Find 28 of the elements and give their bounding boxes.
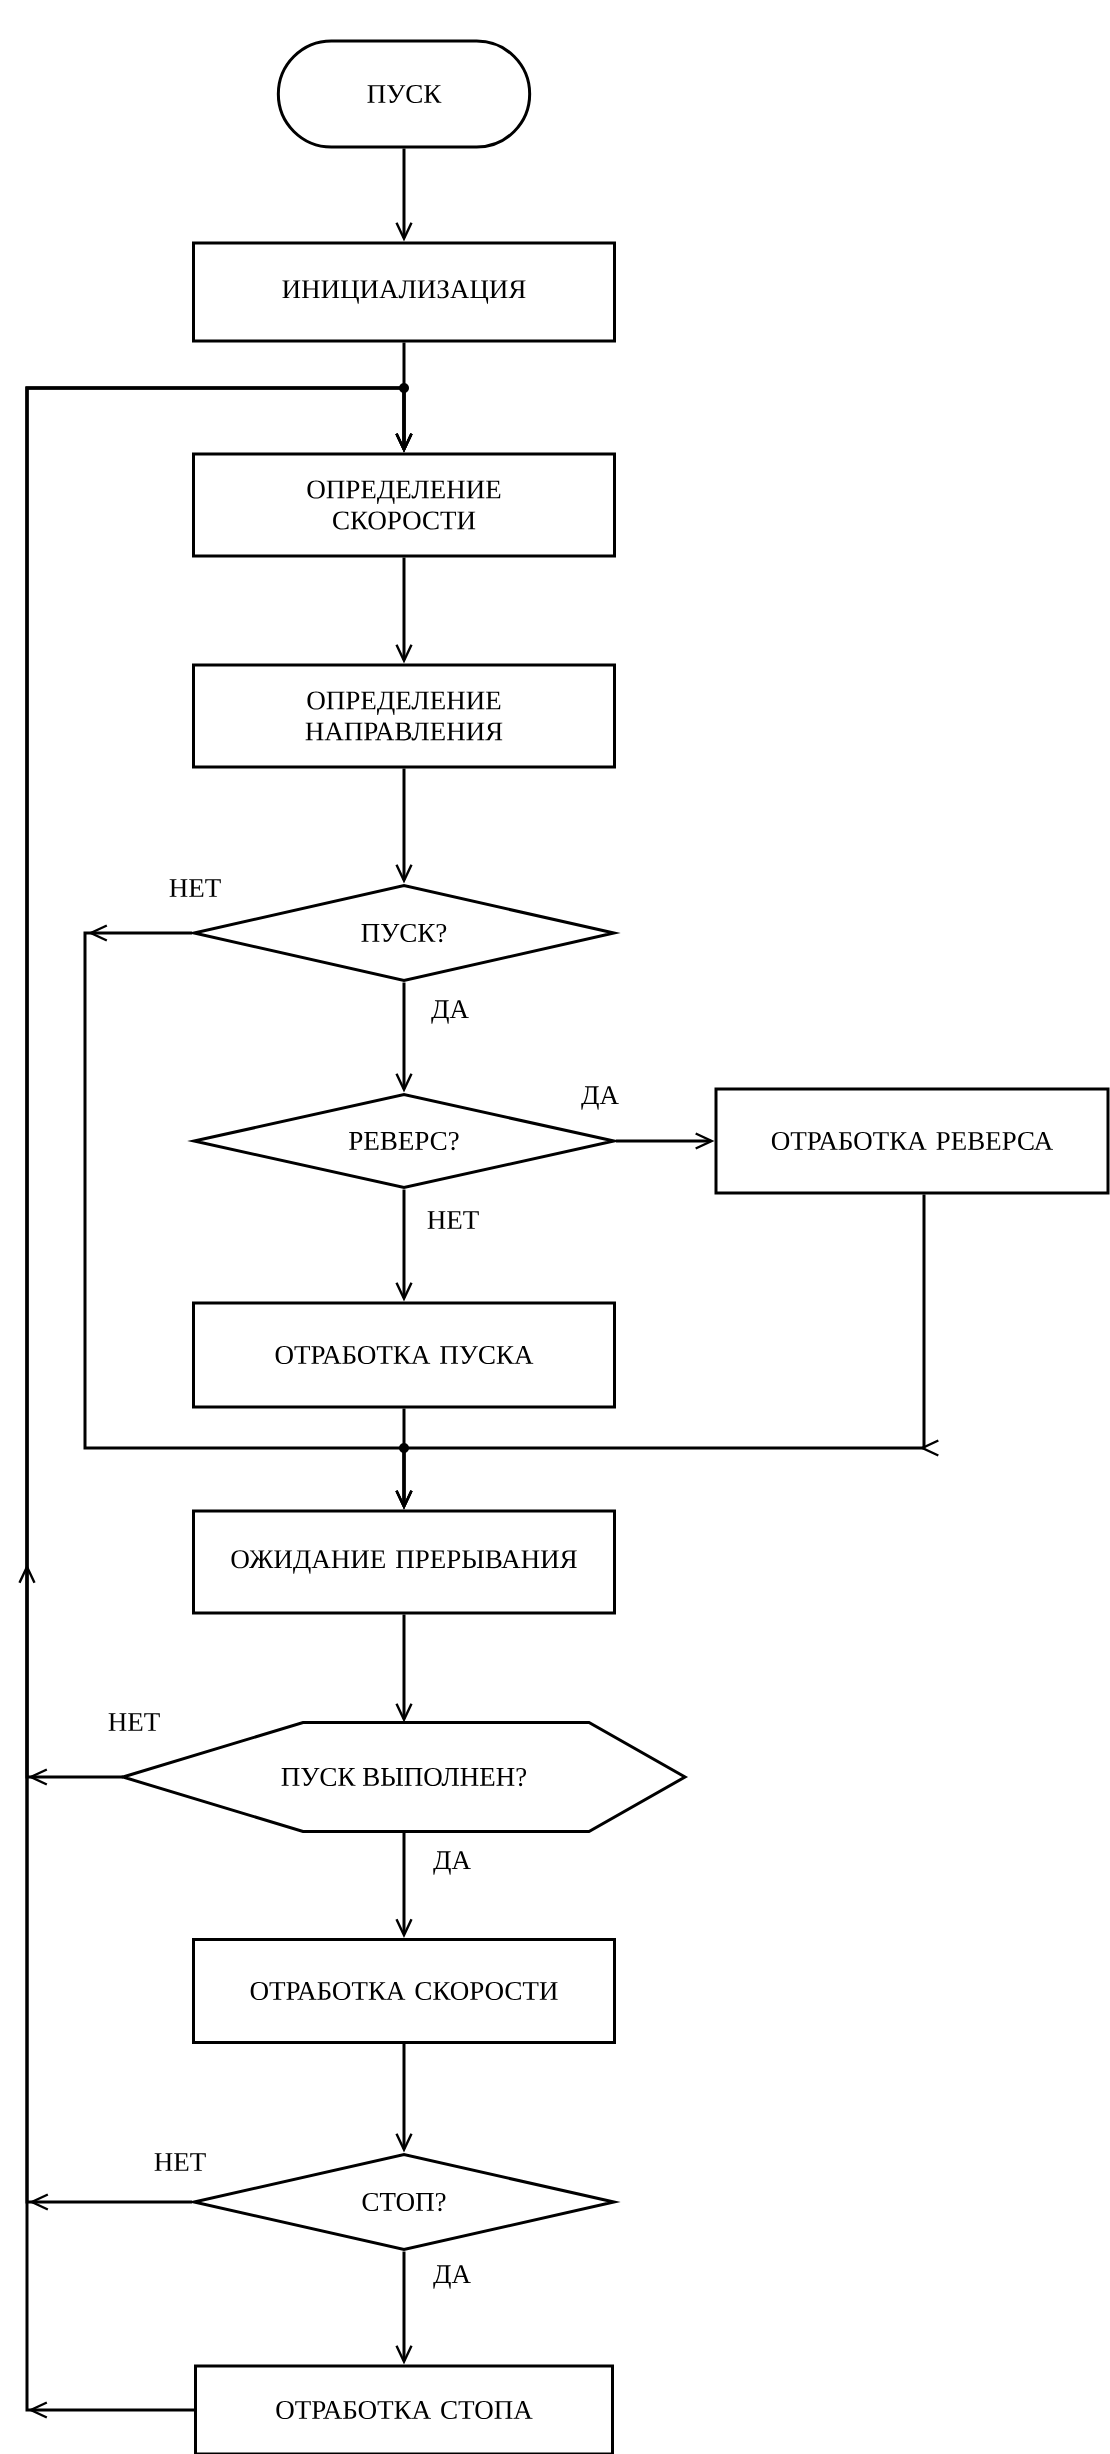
process-box: ОТРАБОТКА РЕВЕРСА [714,1087,1110,1195]
arrow [395,982,413,1093]
arrow [395,1614,413,1723]
process-box: ОЖИДАНИЕ ПРЕРЫВАНИЯ [192,1509,616,1615]
edge-label: НЕТ [166,877,224,899]
arrow [616,1132,715,1150]
process-box: ОПРЕДЕЛЕНИЕ СКОРОСТИ [192,452,616,558]
edge-label: НЕТ [151,2151,209,2173]
process-box: ОТРАБОТКА СКОРОСТИ [192,1938,616,2044]
arrow [395,148,413,242]
arrow [395,1189,413,1302]
arrow [395,557,413,664]
process-box: ОТРАБОТКА ПУСКА [192,1301,616,1409]
process-box: ОПРЕДЕЛЕНИЕ НАПРАВЛЕНИЯ [192,663,616,769]
edge-label: ДА [431,1849,473,1877]
process-box: ОТРАБОТКА СТОПА [194,2364,614,2454]
arrow [395,2044,413,2153]
arrow [395,1408,413,1510]
process-box: ИНИЦИАЛИЗАЦИЯ [192,241,616,343]
arrow [395,1831,413,1938]
edge-label: ДА [579,1084,621,1112]
arrow [395,2251,413,2365]
arrow [395,768,413,884]
edge-label: ДА [429,998,471,1026]
start-terminal: ПУСК [276,39,532,149]
edge-label: НЕТ [424,1209,482,1231]
edge-label: НЕТ [105,1711,163,1733]
edge-label: ДА [431,2263,473,2291]
